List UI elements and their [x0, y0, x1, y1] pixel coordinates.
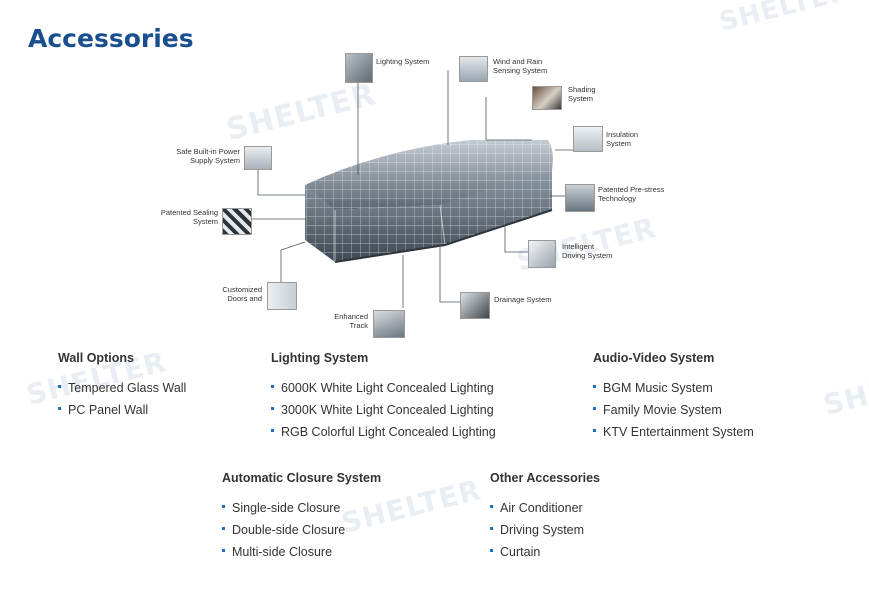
bullet-icon	[490, 549, 493, 553]
callout-enhanced-track: Enhanced Track	[334, 312, 368, 330]
list-item: 6000K White Light Concealed Lighting	[271, 377, 496, 399]
list-item: Air Conditioner	[490, 497, 584, 519]
list-item: RGB Colorful Light Concealed Lighting	[271, 421, 496, 443]
prestress-technology-thumbnail	[565, 184, 595, 212]
callout-customized-doors: Customized Doors and	[222, 285, 262, 303]
callout-shading-system: Shading System	[568, 85, 596, 103]
wall-options-title: Wall Options	[58, 351, 134, 365]
bullet-icon	[222, 549, 225, 553]
sealing-system-thumbnail	[222, 208, 252, 235]
callout-intelligent-driving: Intelligent Driving System	[562, 242, 613, 260]
bullet-icon	[222, 505, 225, 509]
lighting-system-title: Lighting System	[271, 351, 369, 365]
leader-lines	[250, 70, 575, 308]
bullet-icon	[58, 407, 61, 411]
bullet-icon	[222, 527, 225, 531]
power-supply-thumbnail	[244, 146, 272, 170]
list-item: Single-side Closure	[222, 497, 345, 519]
bullet-icon	[271, 407, 274, 411]
accessories-diagram	[250, 70, 575, 308]
bullet-icon	[593, 407, 596, 411]
doors-thumbnail	[267, 282, 297, 310]
driving-system-thumbnail	[528, 240, 556, 268]
watermark: SHELTER	[820, 355, 869, 422]
list-item: Driving System	[490, 519, 584, 541]
list-item: Curtain	[490, 541, 584, 563]
track-thumbnail	[373, 310, 405, 338]
callout-drainage-system: Drainage System	[494, 295, 552, 304]
audio-video-title: Audio-Video System	[593, 351, 715, 365]
drainage-system-thumbnail	[460, 292, 490, 319]
bullet-icon	[593, 429, 596, 433]
list-item: PC Panel Wall	[58, 399, 186, 421]
list-item: KTV Entertainment System	[593, 421, 754, 443]
list-item: Double-side Closure	[222, 519, 345, 541]
callout-sealing-system: Patented Sealing System	[160, 208, 218, 226]
bullet-icon	[271, 429, 274, 433]
page-title: Accessories	[28, 24, 194, 53]
callout-insulation-system: Insulation System	[606, 130, 639, 148]
bullet-icon	[490, 505, 493, 509]
enclosure-illustration	[305, 140, 553, 263]
callout-wind-rain-sensing: Wind and Rain Sensing System	[493, 57, 548, 75]
audio-video-list: BGM Music System Family Movie System KTV…	[593, 377, 754, 443]
list-item: Tempered Glass Wall	[58, 377, 186, 399]
callout-lighting-system: Lighting System	[376, 57, 430, 66]
list-item: Multi-side Closure	[222, 541, 345, 563]
bullet-icon	[58, 385, 61, 389]
bullet-icon	[593, 385, 596, 389]
bullet-icon	[490, 527, 493, 531]
list-item: 3000K White Light Concealed Lighting	[271, 399, 496, 421]
insulation-system-thumbnail	[573, 126, 603, 152]
other-accessories-title: Other Accessories	[490, 471, 601, 485]
closure-system-list: Single-side Closure Double-side Closure …	[222, 497, 345, 563]
closure-system-title: Automatic Closure System	[222, 471, 382, 485]
list-item: Family Movie System	[593, 399, 754, 421]
lighting-system-list: 6000K White Light Concealed Lighting 300…	[271, 377, 496, 443]
other-accessories-list: Air Conditioner Driving System Curtain	[490, 497, 584, 563]
wind-rain-sensor-thumbnail	[459, 56, 488, 82]
lighting-system-thumbnail	[345, 53, 373, 83]
list-item: BGM Music System	[593, 377, 754, 399]
wall-options-list: Tempered Glass Wall PC Panel Wall	[58, 377, 186, 421]
shading-system-thumbnail	[532, 86, 562, 110]
bullet-icon	[271, 385, 274, 389]
callout-prestress-technology: Patented Pre-stress Technology	[598, 185, 665, 203]
callout-power-supply: Safe Built-in Power Supply System	[176, 147, 240, 165]
